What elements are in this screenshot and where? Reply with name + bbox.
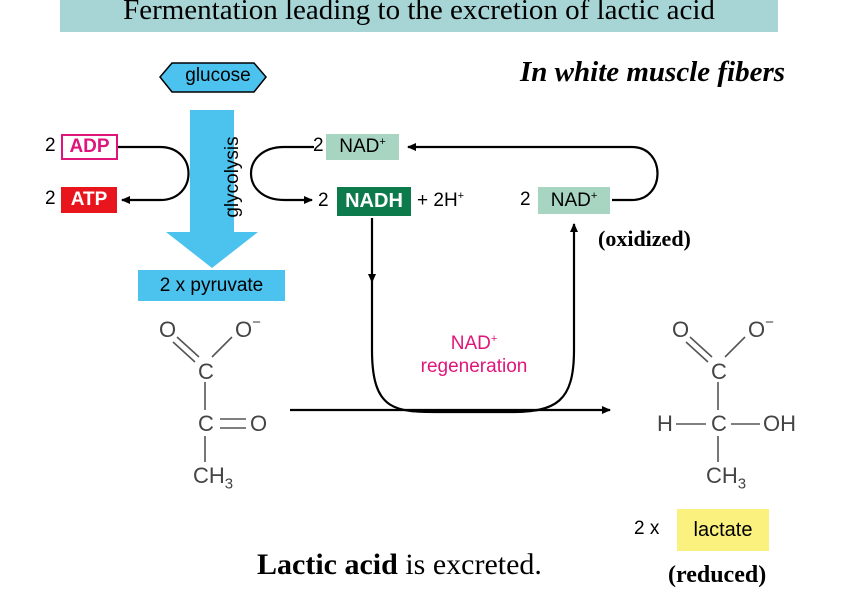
glucose-hexagon xyxy=(159,62,267,93)
pyruvate-ch3-subscript: 3 xyxy=(224,475,234,493)
pyruvate-c-mid: C xyxy=(198,411,214,436)
regeneration-label-line2: regeneration xyxy=(420,356,528,377)
title-band: Fermentation leading to the excretion of… xyxy=(60,0,778,32)
reduced-label: (reduced) xyxy=(668,562,767,588)
nad-return-arc xyxy=(407,143,659,202)
lactate-ch3-subscript: 3 xyxy=(737,475,747,493)
lactate-ch3: CH3 xyxy=(706,465,746,495)
nadh-protons: + 2H+ xyxy=(417,190,464,212)
nad-right-label: NAD xyxy=(550,190,591,211)
lactate-h: H xyxy=(657,411,673,436)
atp-box: ATP xyxy=(61,187,117,213)
nad-top-charge: + xyxy=(379,136,386,148)
subtitle: In white muscle fibers xyxy=(520,56,786,88)
page-title: Fermentation leading to the excretion of… xyxy=(123,0,715,26)
lactate-c-mid: C xyxy=(711,411,727,436)
nad-nadh-loop xyxy=(249,145,314,204)
nadh-box: NADH xyxy=(337,187,411,216)
adp-coefficient: 2 xyxy=(45,135,56,156)
adp-box: ADP xyxy=(61,134,118,160)
pyruvate-o-left: O xyxy=(159,317,177,342)
nad-top-box: NAD+ xyxy=(326,134,399,160)
lactate-coefficient: 2 x xyxy=(634,518,660,539)
glucose-label: glucose xyxy=(185,65,251,86)
nad-right-coefficient: 2 xyxy=(520,189,531,210)
pyruvate-c-top: C xyxy=(198,359,214,384)
glycolysis-arrow xyxy=(166,110,258,268)
caption-rest: is excreted. xyxy=(397,548,542,581)
oxidized-label: (oxidized) xyxy=(598,226,691,251)
lactate-c-top: C xyxy=(711,359,727,384)
caption-bold: Lactic acid xyxy=(257,548,398,581)
adp-atp-loop xyxy=(118,145,190,204)
pyruvate-ch3: CH3 xyxy=(193,465,233,495)
lactate-o-charge: − xyxy=(765,314,774,331)
nad-right-box: NAD+ xyxy=(538,187,610,214)
nadh-coefficient: 2 xyxy=(318,190,329,211)
pyruvate-o-right: O− xyxy=(235,315,261,342)
lactate-o-right: O− xyxy=(748,315,774,342)
pyruvate-o-charge: − xyxy=(252,314,261,331)
regeneration-label-line1: NAD+ xyxy=(404,333,544,355)
atp-coefficient: 2 xyxy=(45,188,56,209)
lactate-oh: OH xyxy=(763,411,796,436)
nadh-protons-charge: + xyxy=(457,190,465,202)
pyruvate-bonds xyxy=(172,336,246,462)
regeneration-charge: + xyxy=(490,333,498,345)
caption: Lactic acid is excreted. xyxy=(257,548,542,582)
nad-top-coefficient: 2 xyxy=(313,135,324,156)
nadh-protons-text: + 2H xyxy=(417,190,458,211)
pyruvate-ch: CH xyxy=(193,463,225,488)
nad-right-charge: + xyxy=(590,190,598,202)
pyruvate-o-double: O xyxy=(250,411,268,436)
lactate-o-right-symbol: O xyxy=(748,317,766,342)
nad-top-label: NAD xyxy=(339,136,380,157)
regeneration-nad: NAD xyxy=(450,333,491,354)
lactate-box: lactate xyxy=(677,509,769,551)
lactate-ch: CH xyxy=(706,463,738,488)
lactate-o-left: O xyxy=(672,317,690,342)
lactate-bonds xyxy=(676,336,760,462)
pyruvate-box: 2 x pyruvate xyxy=(138,270,285,301)
glycolysis-label: glycolysis xyxy=(222,136,243,218)
regeneration-u-curve xyxy=(370,223,578,414)
pyruvate-o-right-symbol: O xyxy=(235,317,253,342)
